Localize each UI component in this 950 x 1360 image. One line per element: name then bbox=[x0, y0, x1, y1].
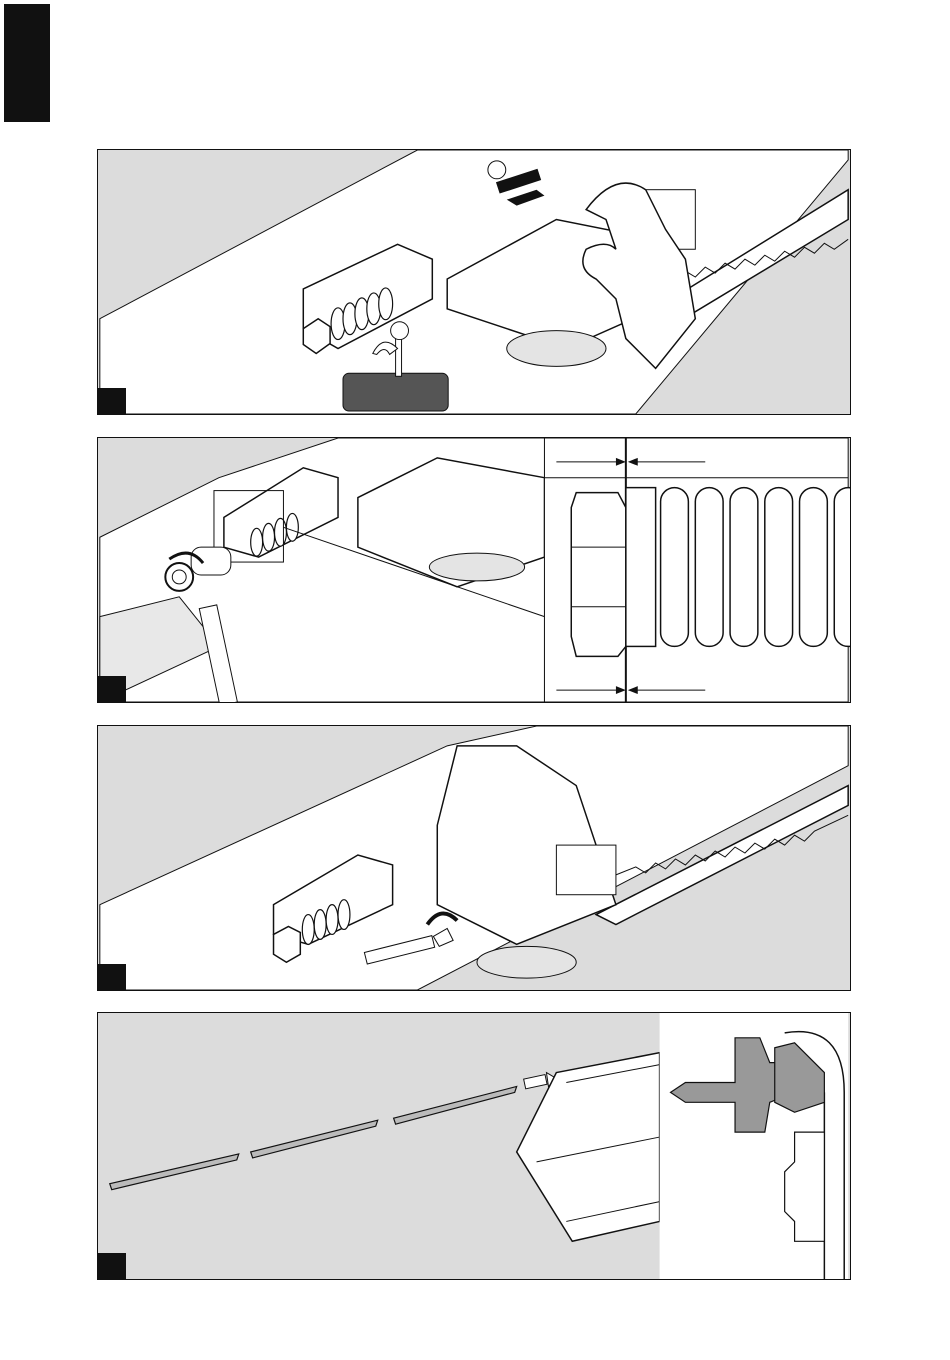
step-number-box bbox=[98, 1253, 126, 1279]
illustration-panel-4 bbox=[97, 1012, 851, 1280]
panel-4-drawing bbox=[98, 1013, 850, 1279]
illustration-panel-3 bbox=[97, 725, 851, 991]
panel-1-drawing bbox=[98, 150, 850, 414]
step-number-box bbox=[98, 964, 126, 990]
illustration-panel-1 bbox=[97, 149, 851, 415]
step-number-box bbox=[98, 388, 126, 414]
spring-detail bbox=[544, 438, 850, 702]
illustration-panel-2 bbox=[97, 437, 851, 703]
profile-strip bbox=[110, 1086, 517, 1189]
cross-section bbox=[660, 1013, 849, 1279]
panel-2-drawing bbox=[98, 438, 850, 702]
panel-3-drawing bbox=[98, 726, 850, 990]
step-number-box bbox=[98, 676, 126, 702]
hex-bolt bbox=[274, 926, 301, 962]
page-edge-tab bbox=[4, 4, 50, 122]
